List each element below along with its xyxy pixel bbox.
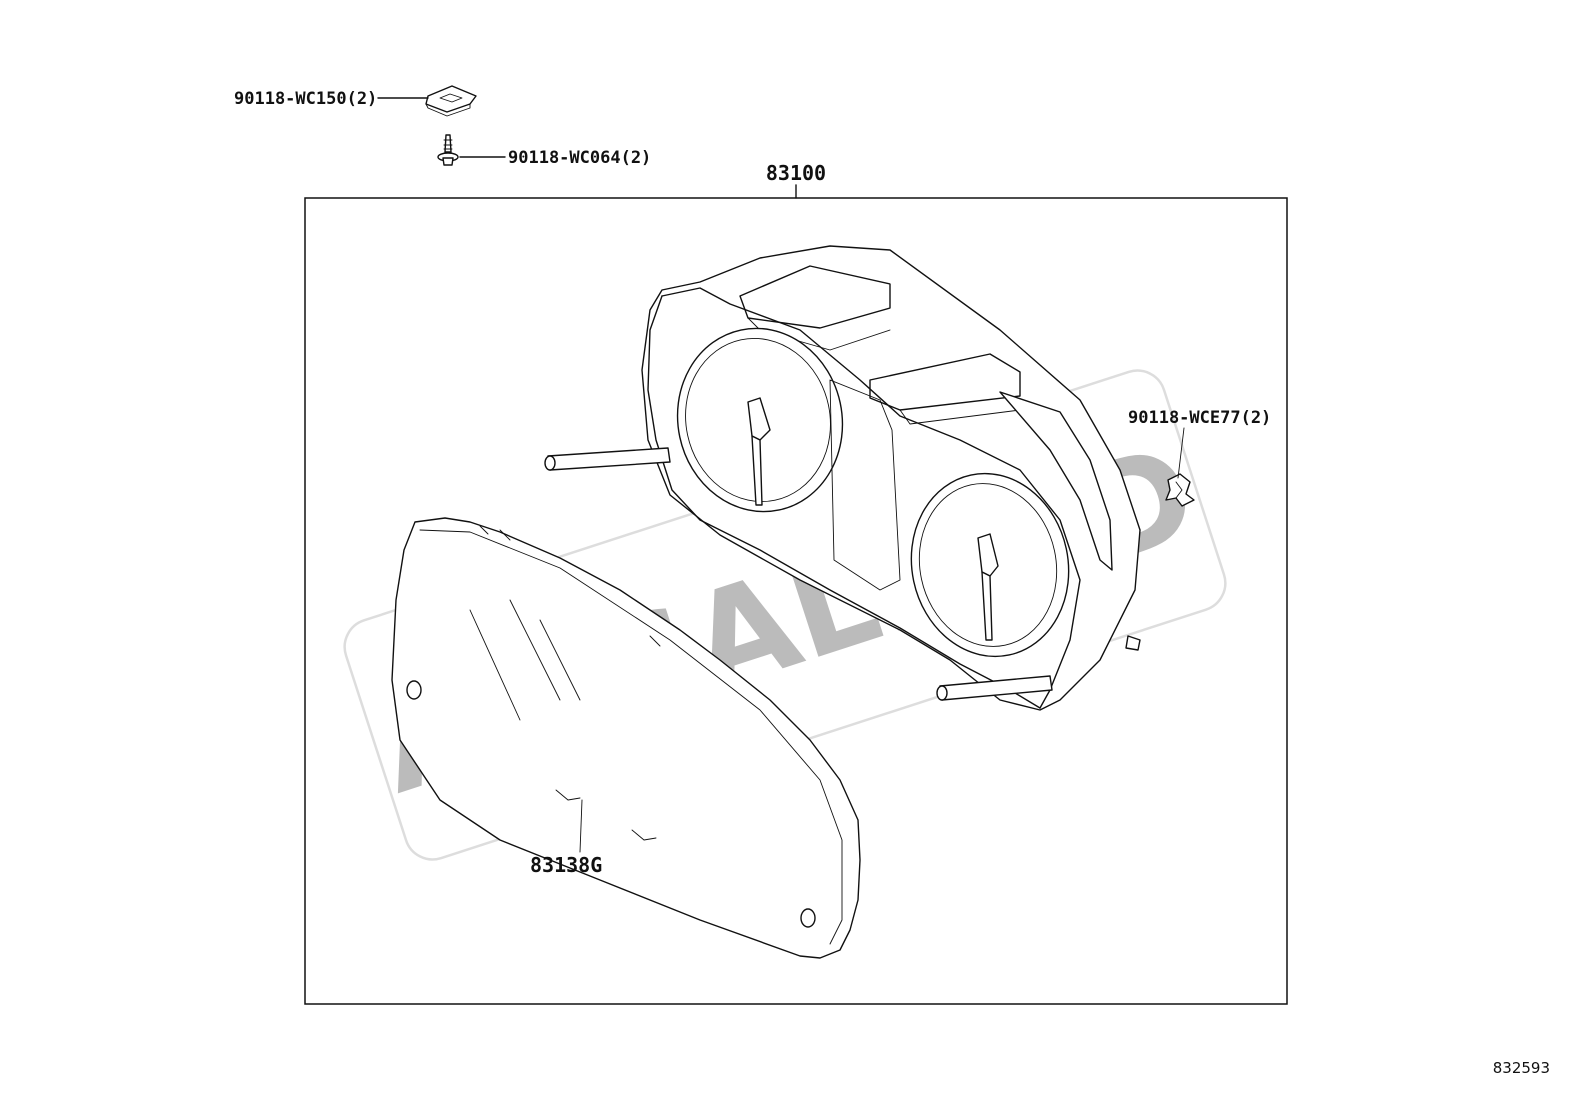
diagram-id: 832593 [1493,1059,1550,1077]
screw-icon [437,134,459,166]
label-screw: 90118-WC064(2) [508,148,651,168]
label-assembly: 83100 [766,161,826,185]
glass-leader [579,799,583,853]
gauge-cluster-icon [544,245,1141,711]
label-retainer: 90118-WCE77(2) [1128,408,1271,428]
label-glass: 83138G [530,853,602,877]
label-clip: 90118-WC150(2) [234,89,377,109]
glass-cover-icon [391,517,861,959]
clip-icon [425,85,477,117]
retainer-leader [1177,427,1185,479]
retainer-icon [1165,473,1195,507]
